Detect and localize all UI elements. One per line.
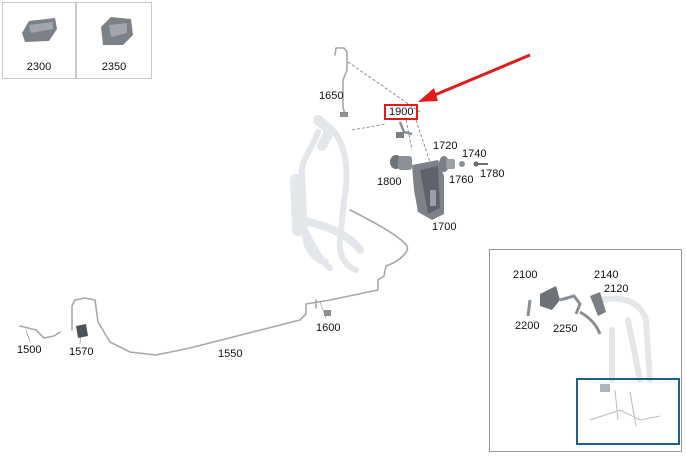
clip-part-1600 [324, 310, 331, 316]
callout-1650[interactable]: 1650 [319, 90, 344, 102]
ghost-assembly [290, 115, 364, 273]
callout-2120[interactable]: 2120 [604, 283, 629, 295]
callout-ticks [25, 301, 327, 345]
thumbnail-label: 2350 [101, 61, 127, 73]
callout-1740[interactable]: 1740 [462, 148, 487, 160]
fitting-part-1650 [340, 112, 348, 117]
callout-1500[interactable]: 1500 [17, 344, 42, 356]
thumbnail-2300[interactable]: 2300 [2, 2, 76, 79]
callout-1900-highlighted[interactable]: 1900 [384, 104, 419, 120]
callout-1550[interactable]: 1550 [218, 348, 243, 360]
pipe-lines [19, 47, 409, 356]
canister-part-1700 [412, 160, 444, 220]
callout-1720[interactable]: 1720 [433, 140, 458, 152]
connector-part-1900 [396, 121, 413, 138]
callout-1780[interactable]: 1780 [480, 168, 505, 180]
callout-2200[interactable]: 2200 [515, 320, 540, 332]
clamp-part-icon [101, 17, 133, 45]
callout-2100[interactable]: 2100 [513, 269, 538, 281]
small-parts-1720-1780 [439, 156, 488, 172]
inset-panel: 2100 2140 2120 2200 2250 [489, 249, 682, 452]
thumbnail-2350[interactable]: 2350 [76, 2, 152, 79]
bracket-part-icon [22, 18, 57, 42]
thumbnail-label: 2300 [26, 61, 52, 73]
callout-1570[interactable]: 1570 [69, 346, 94, 358]
inset-drawing [526, 286, 653, 383]
callout-1700[interactable]: 1700 [432, 221, 457, 233]
grommet-part-1570 [76, 324, 88, 338]
overview-mini-drawing [589, 384, 661, 427]
callout-1760[interactable]: 1760 [449, 174, 474, 186]
leader-lines [347, 61, 431, 163]
highlight-arrow [418, 53, 531, 102]
callout-2140[interactable]: 2140 [594, 269, 619, 281]
valve-part-1800 [390, 155, 412, 170]
callout-2250[interactable]: 2250 [553, 323, 578, 335]
overview-frame [576, 378, 680, 445]
callout-1800[interactable]: 1800 [377, 176, 402, 188]
callout-1600[interactable]: 1600 [316, 322, 341, 334]
